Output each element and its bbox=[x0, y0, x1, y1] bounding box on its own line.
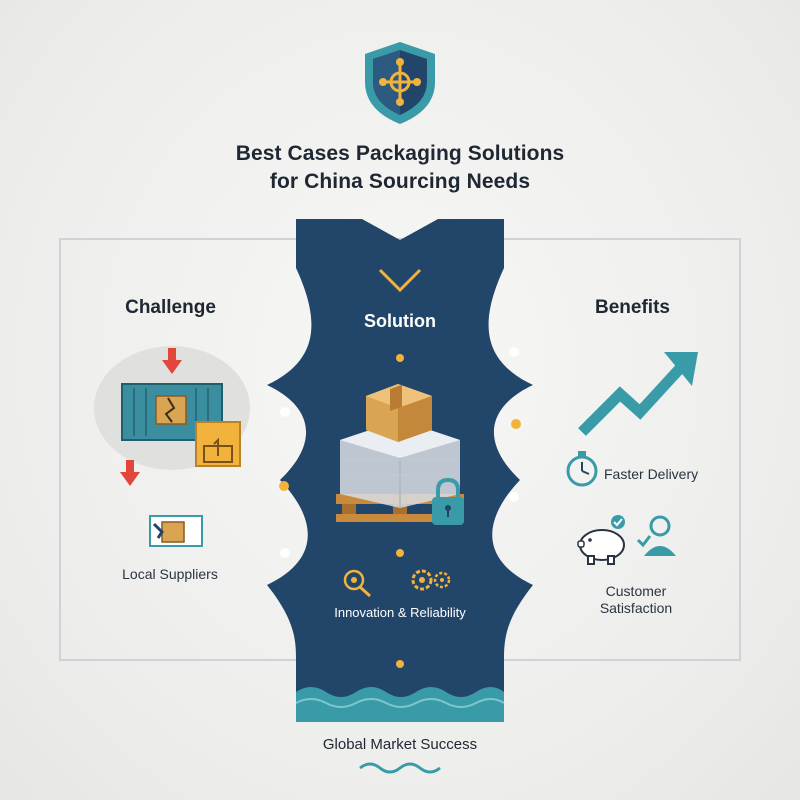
search-gear-icon bbox=[343, 569, 372, 598]
padlock-icon bbox=[432, 477, 464, 525]
customer-satisfaction-line-1: Customer bbox=[605, 583, 667, 599]
faster-delivery-label: Faster Delivery bbox=[604, 466, 699, 482]
shield-network-icon bbox=[365, 42, 435, 124]
challenge-heading: Challenge bbox=[125, 297, 216, 318]
customer-satisfaction-line-2: Satisfaction bbox=[599, 600, 673, 616]
solution-heading: Solution bbox=[364, 311, 436, 331]
global-market-success-label: Global Market Success bbox=[322, 736, 478, 753]
benefits-heading: Benefits bbox=[595, 297, 670, 318]
customer-satisfaction-label: Customer Satisfaction bbox=[578, 583, 694, 617]
page-title-line-2: for China Sourcing Needs bbox=[269, 170, 531, 193]
wave-icon bbox=[359, 762, 441, 774]
wrapped-pallet-icon bbox=[336, 384, 464, 522]
waves-icon bbox=[296, 687, 504, 722]
gears-icon bbox=[411, 569, 451, 591]
page-title-line-1: Best Cases Packaging Solutions bbox=[235, 142, 565, 165]
innovation-reliability-label: Innovation & Reliability bbox=[334, 605, 466, 620]
local-suppliers-label: Local Suppliers bbox=[122, 566, 218, 582]
chevron-down-icon bbox=[378, 268, 422, 293]
